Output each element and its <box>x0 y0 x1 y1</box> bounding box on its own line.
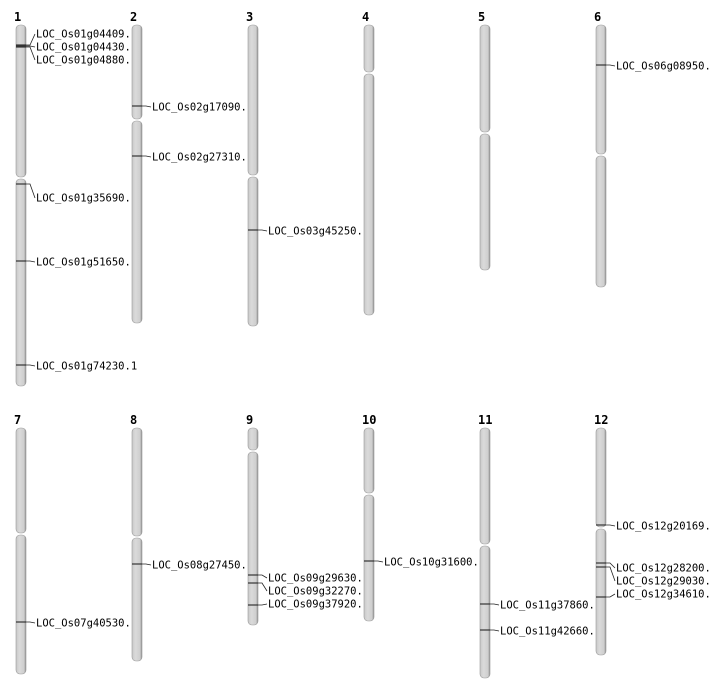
gene-label: LOC_Os01g74230.1 <box>36 361 137 373</box>
chromosome-arm-short <box>479 427 491 545</box>
gene-connector <box>26 46 36 61</box>
gene-connector <box>606 593 616 598</box>
chromosome-9: 9LOC_Os09g29630.1LOC_Os09g32270.1LOC_Os0… <box>246 413 369 626</box>
chromosome-label: 6 <box>594 10 601 24</box>
chromosome-arm-short <box>363 427 375 494</box>
chromosome-arm-short <box>247 24 259 176</box>
gene-label: LOC_Os09g32270.1 <box>268 586 369 598</box>
chromosome-arm-short <box>247 427 259 451</box>
chromosome-arm-long <box>131 537 143 662</box>
chromosome-arm-long <box>595 528 607 656</box>
gene-connector <box>258 229 268 232</box>
chromosome-arm-short <box>595 24 607 155</box>
chromosome-arm-short <box>479 24 491 133</box>
gene-label: LOC_Os01g51650.1 <box>36 257 137 269</box>
gene-label: LOC_Os09g29630.1 <box>268 573 369 585</box>
chromosome-arm-short <box>15 24 27 178</box>
gene-connector <box>26 364 36 367</box>
gene-connector <box>258 603 268 606</box>
chromosome-arm-long <box>247 451 259 626</box>
gene-connector <box>606 64 616 67</box>
gene-connector <box>374 560 384 563</box>
chromosome-arm-short <box>131 427 143 537</box>
gene-connector <box>26 33 36 46</box>
chromosome-5: 5 <box>478 10 491 271</box>
chromosome-arm-long <box>479 133 491 271</box>
gene-connector <box>26 260 36 263</box>
gene-connector <box>606 566 616 582</box>
gene-label: LOC_Os12g20169.1 <box>616 521 712 533</box>
chromosome-arm-long <box>595 155 607 288</box>
gene-label: LOC_Os11g42660.1 <box>500 626 601 638</box>
gene-label: LOC_Os06g08950.1 <box>616 61 712 73</box>
chromosome-arm-long <box>479 545 491 679</box>
gene-connector <box>490 629 500 632</box>
gene-label: LOC_Os02g17090.1 <box>152 102 253 114</box>
gene-connector <box>490 603 500 606</box>
chromosome-label: 7 <box>14 413 21 427</box>
chromosome-arm-long <box>15 178 27 387</box>
gene-label: LOC_Os12g34610.1 <box>616 589 712 601</box>
chromosome-12: 12LOC_Os12g20169.1LOC_Os12g28200.1LOC_Os… <box>594 413 712 656</box>
gene-connector <box>606 524 616 527</box>
chromosome-label: 12 <box>594 413 608 427</box>
gene-label: LOC_Os03g45250.1 <box>268 226 369 238</box>
chromosome-label: 8 <box>130 413 137 427</box>
gene-label: LOC_Os02g27310.1 <box>152 152 253 164</box>
gene-label: LOC_Os01g04880.1 <box>36 55 137 67</box>
chromosome-1: 1LOC_Os01g04409.1LOC_Os01g04430.1LOC_Os0… <box>14 10 137 387</box>
gene-label: LOC_Os11g37860.1 <box>500 600 601 612</box>
chromosome-label: 1 <box>14 10 21 24</box>
chromosome-arm-long <box>363 494 375 622</box>
gene-connector <box>142 155 152 158</box>
chromosome-label: 11 <box>478 413 492 427</box>
chromosome-arm-short <box>363 24 375 73</box>
chromosome-label: 3 <box>246 10 253 24</box>
gene-label: LOC_Os01g04430.1 <box>36 42 137 54</box>
chromosome-label: 10 <box>362 413 376 427</box>
chromosome-4: 4 <box>362 10 375 316</box>
chromosome-arm-long <box>15 534 27 675</box>
gene-connector <box>258 582 268 592</box>
gene-connector <box>142 563 152 566</box>
gene-label: LOC_Os10g31600.1 <box>384 557 485 569</box>
chromosome-label: 2 <box>130 10 137 24</box>
gene-label: LOC_Os01g35690.1 <box>36 193 137 205</box>
gene-connector <box>258 574 268 579</box>
chromosome-label: 5 <box>478 10 485 24</box>
chromosome-label: 9 <box>246 413 253 427</box>
chromosome-arm-short <box>131 24 143 120</box>
gene-label: LOC_Os12g28200.1 <box>616 563 712 575</box>
gene-label: LOC_Os08g27450.1 <box>152 560 253 572</box>
gene-connector <box>26 183 36 199</box>
gene-connector <box>142 105 152 108</box>
chromosome-arm-long <box>131 120 143 324</box>
gene-label: LOC_Os07g40530.1 <box>36 618 137 630</box>
chromosome-arm-short <box>15 427 27 534</box>
chromosome-arm-long <box>247 176 259 327</box>
gene-connector <box>606 562 616 569</box>
gene-connector <box>26 45 36 48</box>
chromosome-arm-long <box>363 73 375 316</box>
gene-label: LOC_Os09g37920.1 <box>268 599 369 611</box>
gene-label: LOC_Os12g29030.1 <box>616 576 712 588</box>
chromosome-arm-short <box>595 427 607 528</box>
chromosome-label: 4 <box>362 10 369 24</box>
gene-connector <box>26 621 36 624</box>
gene-label: LOC_Os01g04409.1 <box>36 29 137 41</box>
